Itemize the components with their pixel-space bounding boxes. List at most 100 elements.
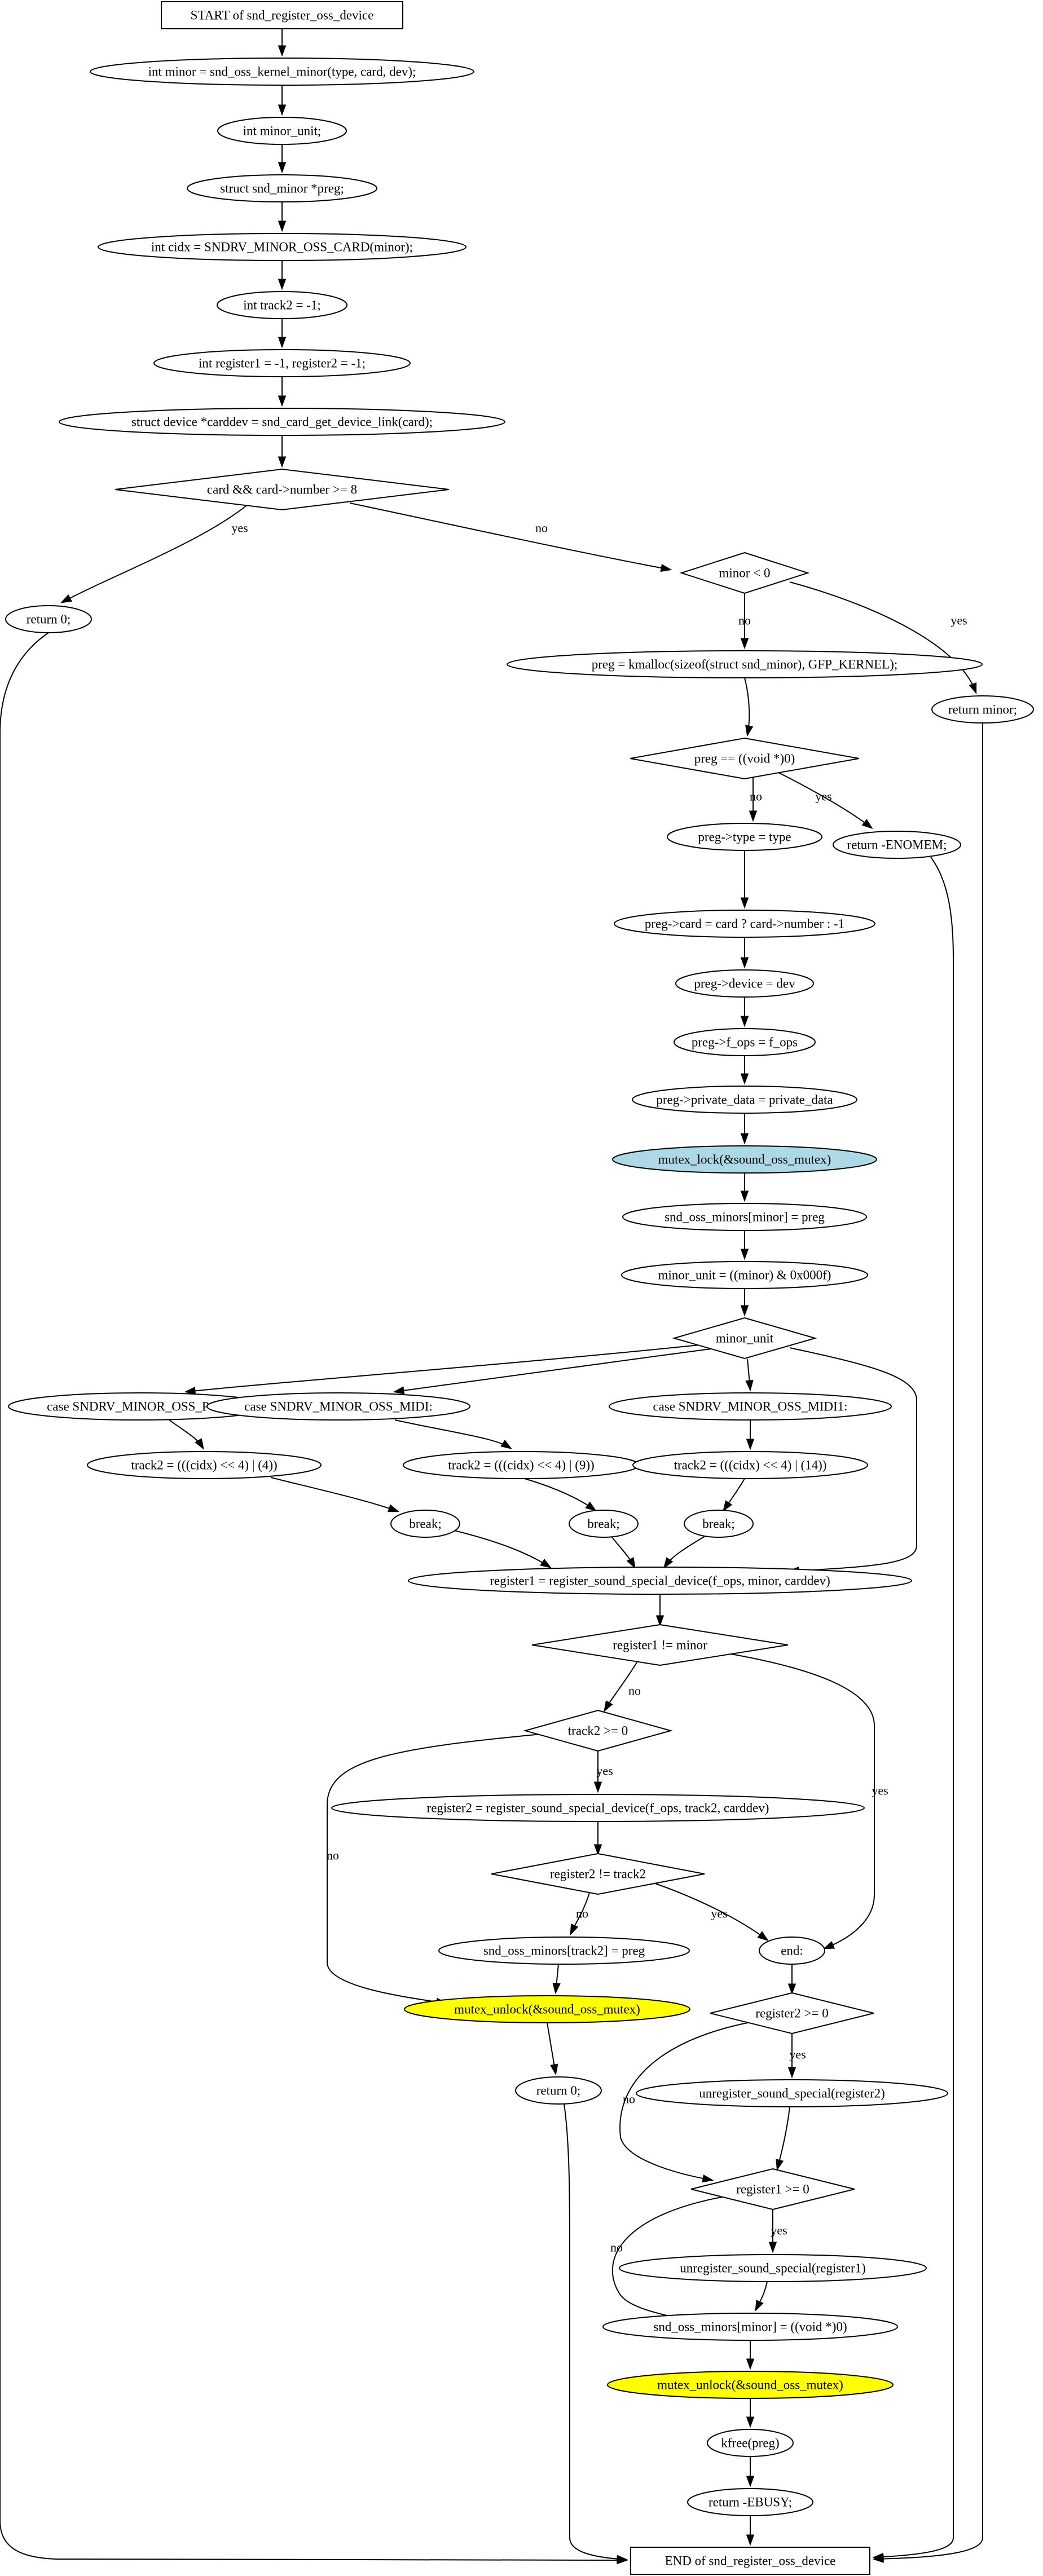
edge-label-no: no bbox=[623, 2092, 635, 2106]
node-shape bbox=[569, 1510, 639, 1538]
statement-node-n9: preg->type = type bbox=[667, 823, 822, 851]
node-shape bbox=[438, 1937, 690, 1965]
node-label: END of snd_register_oss_device bbox=[665, 2554, 836, 2568]
edge-n12-to-n13 bbox=[740, 1056, 749, 1085]
arrowhead bbox=[617, 2555, 628, 2564]
arrowhead bbox=[740, 1190, 749, 1202]
arrowhead bbox=[278, 337, 287, 349]
edge-d5-to-d6 bbox=[604, 1661, 638, 1713]
node-label: case SNDRV_MINOR_OSS_PCM: bbox=[47, 1400, 233, 1414]
node-label: preg = kmalloc(sizeof(struct snd_minor),… bbox=[592, 658, 898, 672]
node-label: int minor = snd_oss_kernel_minor(type, c… bbox=[148, 65, 416, 79]
decision-node-d1: card && card->number >= 8 bbox=[115, 468, 450, 511]
node-label: preg->card = card ? card->number : -1 bbox=[645, 917, 844, 931]
node-label: break; bbox=[587, 1517, 619, 1531]
node-shape bbox=[531, 1624, 789, 1666]
edge-d8-to-d9 bbox=[619, 2022, 751, 2183]
node-shape bbox=[632, 1451, 868, 1479]
node-shape bbox=[630, 737, 860, 780]
arrowhead bbox=[570, 1923, 579, 1936]
node-label: track2 = (((cidx) << 4) | (14)) bbox=[674, 1458, 827, 1472]
node-shape bbox=[690, 2168, 855, 2211]
edge-label-yes: yes bbox=[815, 789, 831, 804]
edge-n10-to-n11 bbox=[740, 937, 749, 969]
node-shape bbox=[515, 2076, 602, 2105]
edge-reg2-to-d7 bbox=[593, 1821, 602, 1856]
arrowhead bbox=[278, 162, 287, 174]
edge-n7-to-d1 bbox=[278, 435, 287, 468]
statement-node-unlock2: mutex_unlock(&sound_oss_mutex) bbox=[607, 2371, 894, 2399]
node-shape bbox=[672, 1317, 817, 1360]
node-shape bbox=[331, 1794, 865, 1822]
edge-d2-to-n8 bbox=[740, 593, 749, 650]
node-shape bbox=[602, 2313, 898, 2341]
node-label: snd_oss_minors[minor] = preg bbox=[664, 1210, 825, 1224]
node-label: int minor_unit; bbox=[243, 124, 322, 138]
arrowhead bbox=[723, 1500, 733, 1512]
node-label: int register1 = -1, register2 = -1; bbox=[199, 356, 366, 370]
node-shape bbox=[833, 831, 961, 859]
edge-d4-to-c1 bbox=[184, 1344, 700, 1395]
edge-label-no: no bbox=[750, 789, 762, 804]
edge-label-yes: yes bbox=[711, 1907, 727, 1921]
node-shape bbox=[707, 2429, 794, 2457]
statement-node-retminor: return minor; bbox=[931, 695, 1034, 724]
node-shape bbox=[614, 910, 875, 938]
node-label: preg->private_data = private_data bbox=[656, 1093, 833, 1107]
edge-line bbox=[564, 2103, 627, 2560]
node-shape bbox=[619, 2254, 927, 2282]
arrowhead bbox=[660, 563, 672, 572]
statement-node-n16: snd_oss_minors[track2] = preg bbox=[438, 1937, 690, 1965]
node-label: preg->f_ops = f_ops bbox=[692, 1035, 798, 1049]
edge-label-no: no bbox=[327, 1849, 339, 1863]
arrowhead bbox=[278, 279, 287, 290]
node-shape bbox=[931, 695, 1034, 724]
arrowhead bbox=[969, 682, 977, 695]
statement-node-t3: track2 = (((cidx) << 4) | (14)) bbox=[632, 1451, 868, 1479]
edge-t3-to-b3 bbox=[723, 1478, 745, 1512]
node-shape bbox=[491, 1852, 705, 1895]
node-shape bbox=[90, 58, 474, 86]
node-shape bbox=[632, 1086, 857, 1114]
node-shape bbox=[612, 1145, 877, 1174]
node-shape bbox=[115, 468, 450, 511]
node-label: register1 >= 0 bbox=[736, 2182, 809, 2196]
arrowhead bbox=[740, 1016, 749, 1027]
edge-c1-to-t1 bbox=[169, 1419, 204, 1450]
arrowhead bbox=[393, 1386, 405, 1395]
arrowhead bbox=[184, 1387, 196, 1395]
decision-node-d5: register1 != minor bbox=[531, 1624, 789, 1666]
edge-line bbox=[61, 504, 249, 603]
edge-line bbox=[270, 1477, 398, 1512]
arrowhead bbox=[278, 395, 287, 407]
statement-node-n13: preg->private_data = private_data bbox=[632, 1086, 857, 1114]
edge-line bbox=[454, 1530, 551, 1568]
node-shape bbox=[667, 823, 822, 851]
node-shape bbox=[687, 2488, 813, 2516]
node-shape bbox=[684, 1510, 754, 1538]
edge-unlock1-to-ret0b bbox=[547, 2022, 558, 2076]
node-label: int track2 = -1; bbox=[243, 298, 321, 312]
arrowhead bbox=[655, 1615, 664, 1627]
decision-node-d7: register2 != track2 bbox=[491, 1852, 705, 1895]
statement-node-n8: preg = kmalloc(sizeof(struct snd_minor),… bbox=[507, 650, 983, 678]
statement-node-retnomem: return -ENOMEM; bbox=[833, 831, 961, 859]
edge-d1-to-d2 bbox=[349, 502, 672, 572]
edge-label-yes: yes bbox=[231, 521, 248, 535]
statement-node-b3: break; bbox=[684, 1510, 754, 1538]
arrowhead bbox=[746, 2476, 755, 2487]
edge-line bbox=[394, 1419, 511, 1449]
edge-line bbox=[778, 772, 872, 828]
arrowhead bbox=[746, 1439, 755, 1450]
node-label: unregister_sound_special(register2) bbox=[699, 2087, 885, 2101]
edge-unreg1-to-n17 bbox=[755, 2281, 768, 2312]
arrowhead bbox=[745, 725, 754, 737]
node-label: return 0; bbox=[27, 612, 71, 627]
edge-unlock2-to-kfree bbox=[746, 2398, 755, 2428]
arrowhead bbox=[740, 1133, 749, 1145]
edge-line bbox=[727, 1653, 875, 1949]
edge-b2-to-reg1 bbox=[611, 1537, 636, 1569]
node-shape bbox=[679, 552, 810, 594]
node-label: minor_unit bbox=[716, 1331, 774, 1346]
